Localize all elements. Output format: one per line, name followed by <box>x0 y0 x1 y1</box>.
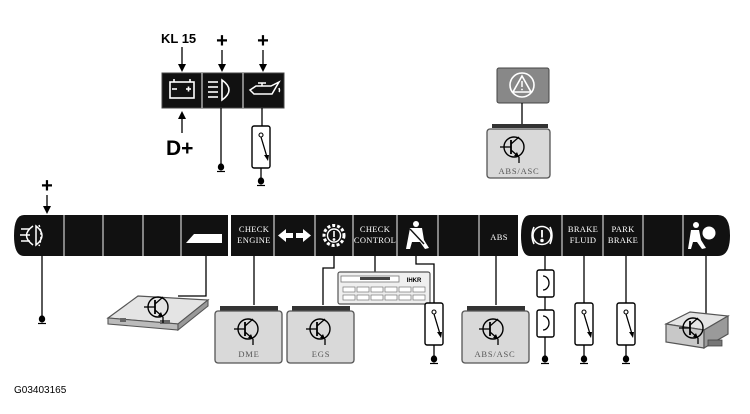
ground-symbol-icon <box>579 351 589 365</box>
supply-arrows <box>43 47 267 214</box>
asc-warning-lamp <box>496 67 550 104</box>
ground-symbol-icon <box>216 159 226 173</box>
plus-headlight-label: + <box>216 30 228 52</box>
ground-symbol-icon <box>621 351 631 365</box>
airbag-control-module <box>664 311 730 350</box>
turn-arrows-icon <box>278 229 311 242</box>
abs-asc-module-top: ABS/ASC <box>486 124 551 179</box>
svg-text:EGS: EGS <box>312 349 330 359</box>
brake-warning-icon <box>531 225 553 246</box>
brake-fluid-lamp-line1: BRAKE <box>568 224 598 234</box>
main-instrument-panel <box>14 215 730 256</box>
brake-pad-sensor-1 <box>536 269 555 298</box>
high-beam-indicator-icon <box>186 234 222 243</box>
check-control-lamp-line1: CHECK <box>360 224 391 234</box>
headlight-icon <box>208 78 230 102</box>
ground-symbol-icon <box>429 351 439 365</box>
oil-pressure-switch <box>251 125 271 169</box>
ground-symbol-icon <box>540 351 550 365</box>
brake-pad-sensor-2 <box>536 309 555 338</box>
check-engine-lamp-line2: ENGINE <box>237 235 270 245</box>
svg-text:ABS/ASC: ABS/ASC <box>498 166 539 176</box>
seatbelt-icon <box>406 221 429 249</box>
oil-can-icon <box>248 80 281 95</box>
abs-asc-module-bottom: ABS/ASC <box>461 306 530 364</box>
figure-code: G03403165 <box>14 385 67 396</box>
light-control-module <box>106 295 210 332</box>
plus-fog-label: + <box>41 175 53 197</box>
ground-symbol-icon <box>37 311 47 325</box>
svg-text:ABS/ASC: ABS/ASC <box>474 349 515 359</box>
check-engine-lamp-line1: CHECK <box>239 224 270 234</box>
airbag-icon <box>688 222 716 249</box>
brake-fluid-lamp-line2: FLUID <box>570 235 597 245</box>
kl15-label: KL 15 <box>161 31 196 46</box>
svg-text:DME: DME <box>238 349 259 359</box>
fog-light-icon <box>20 224 43 247</box>
battery-icon <box>169 79 195 99</box>
ground-symbol-icon <box>256 173 266 187</box>
warning-triangle-icon <box>511 74 533 93</box>
dme-module: DME <box>214 306 283 364</box>
egs-module: EGS <box>286 306 355 364</box>
top-warning-cluster <box>161 72 285 109</box>
park-brake-switch <box>616 302 636 346</box>
gear-icon <box>322 224 346 247</box>
abs-lamp: ABS <box>490 232 507 242</box>
check-control-lamp-line2: CONTROL <box>354 235 396 245</box>
park-brake-lamp-line1: PARK <box>611 224 635 234</box>
plus-oil-label: + <box>257 30 269 52</box>
svg-text:IHKR: IHKR <box>407 278 422 284</box>
park-brake-lamp-line2: BRAKE <box>608 235 638 245</box>
ihkr-climate-control-unit: IHKR <box>337 271 431 305</box>
brake-fluid-switch <box>574 302 594 346</box>
d-plus-label: D+ <box>166 137 193 160</box>
seatbelt-switch <box>424 302 444 346</box>
